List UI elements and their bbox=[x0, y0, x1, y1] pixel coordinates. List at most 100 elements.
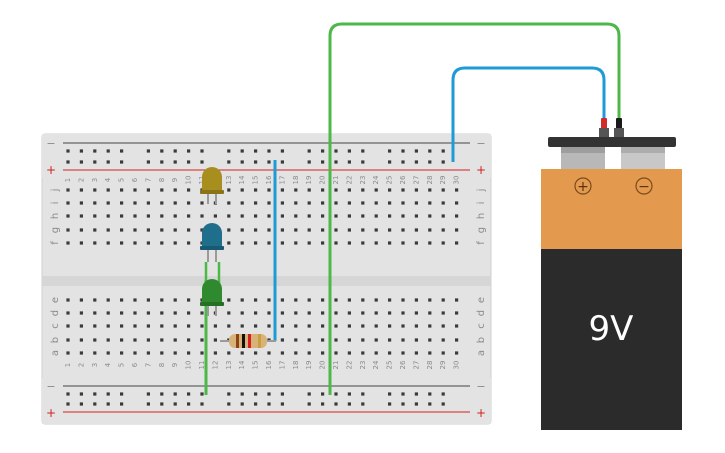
terminal-hole bbox=[388, 188, 392, 192]
terminal-hole bbox=[455, 311, 459, 315]
terminal-hole bbox=[79, 338, 83, 342]
terminal-hole bbox=[307, 241, 311, 245]
terminal-hole bbox=[414, 201, 418, 205]
terminal-hole bbox=[455, 228, 459, 232]
terminal-hole bbox=[93, 201, 97, 205]
power-rail-hole bbox=[347, 160, 351, 164]
terminal-hole bbox=[321, 228, 325, 232]
terminal-hole bbox=[106, 188, 110, 192]
column-label-22: 22 bbox=[345, 361, 353, 370]
led-green bbox=[200, 279, 224, 316]
terminal-hole bbox=[321, 311, 325, 315]
terminal-hole bbox=[200, 351, 204, 355]
column-label-4: 4 bbox=[104, 362, 112, 367]
terminal-hole bbox=[388, 298, 392, 302]
terminal-hole bbox=[254, 311, 258, 315]
terminal-hole bbox=[428, 201, 432, 205]
row-label-a: a bbox=[476, 350, 487, 356]
blue-wire bbox=[451, 66, 606, 162]
power-rail-hole bbox=[414, 160, 418, 164]
terminal-hole bbox=[146, 351, 150, 355]
terminal-hole bbox=[294, 214, 298, 218]
terminal-hole bbox=[254, 324, 258, 328]
column-label-5: 5 bbox=[118, 363, 126, 367]
column-label-21: 21 bbox=[332, 176, 340, 185]
power-rail-hole bbox=[187, 392, 191, 396]
terminal-hole bbox=[347, 188, 351, 192]
column-label-8: 8 bbox=[158, 178, 166, 182]
terminal-hole bbox=[280, 188, 284, 192]
battery-plus-circle bbox=[574, 177, 592, 195]
column-label-30: 30 bbox=[453, 176, 461, 185]
terminal-hole bbox=[374, 241, 378, 245]
terminal-hole bbox=[160, 338, 164, 342]
terminal-hole bbox=[133, 228, 137, 232]
terminal-hole bbox=[267, 311, 271, 315]
terminal-hole bbox=[294, 201, 298, 205]
terminal-hole bbox=[374, 338, 378, 342]
power-rail-hole bbox=[200, 160, 204, 164]
column-label-27: 27 bbox=[412, 361, 420, 370]
terminal-hole bbox=[347, 298, 351, 302]
terminal-hole bbox=[334, 324, 338, 328]
terminal-hole bbox=[173, 201, 177, 205]
terminal-hole bbox=[307, 298, 311, 302]
terminal-hole bbox=[294, 311, 298, 315]
terminal-hole bbox=[79, 324, 83, 328]
terminal-hole bbox=[455, 241, 459, 245]
terminal-hole bbox=[361, 338, 365, 342]
power-rail-hole bbox=[428, 402, 432, 406]
terminal-hole bbox=[227, 298, 231, 302]
terminal-hole bbox=[347, 241, 351, 245]
terminal-hole bbox=[227, 228, 231, 232]
led-yellow bbox=[200, 167, 224, 204]
terminal-hole bbox=[294, 241, 298, 245]
column-label-13: 13 bbox=[225, 176, 233, 185]
power-rail-hole bbox=[106, 160, 110, 164]
column-label-19: 19 bbox=[305, 176, 313, 185]
power-rail-hole bbox=[441, 402, 445, 406]
terminal-hole bbox=[254, 188, 258, 192]
terminal-hole bbox=[388, 338, 392, 342]
terminal-hole bbox=[146, 188, 150, 192]
terminal-hole bbox=[120, 324, 124, 328]
column-label-10: 10 bbox=[185, 361, 193, 370]
column-label-1: 1 bbox=[64, 178, 72, 182]
power-rail-hole bbox=[401, 160, 405, 164]
row-label-e: e bbox=[476, 297, 487, 303]
terminal-hole bbox=[334, 201, 338, 205]
battery-plus-symbol: + bbox=[577, 179, 589, 195]
terminal-hole bbox=[334, 311, 338, 315]
power-rail-hole bbox=[160, 149, 164, 153]
terminal-hole bbox=[294, 188, 298, 192]
terminal-hole bbox=[374, 311, 378, 315]
terminal-hole bbox=[428, 324, 432, 328]
power-rail-hole bbox=[120, 402, 124, 406]
column-label-18: 18 bbox=[292, 176, 300, 185]
terminal-hole bbox=[267, 214, 271, 218]
breadboard-top-power-rail bbox=[42, 134, 491, 178]
column-label-26: 26 bbox=[399, 360, 407, 369]
terminal-hole bbox=[187, 351, 191, 355]
terminal-hole bbox=[374, 188, 378, 192]
power-rail-hole bbox=[173, 402, 177, 406]
terminal-hole bbox=[414, 228, 418, 232]
terminal-hole bbox=[93, 324, 97, 328]
terminal-hole bbox=[321, 188, 325, 192]
column-label-25: 25 bbox=[386, 176, 394, 185]
row-label-h: h bbox=[476, 213, 487, 219]
terminal-hole bbox=[441, 324, 445, 328]
power-rail-hole bbox=[254, 149, 258, 153]
power-rail-hole bbox=[160, 160, 164, 164]
column-label-11: 11 bbox=[198, 361, 206, 370]
row-label-a: a bbox=[50, 350, 61, 356]
terminal-hole bbox=[441, 188, 445, 192]
power-rail-hole bbox=[334, 149, 338, 153]
terminal-hole bbox=[267, 201, 271, 205]
column-label-1: 1 bbox=[64, 363, 72, 367]
terminal-hole bbox=[441, 241, 445, 245]
power-rail-hole bbox=[414, 402, 418, 406]
terminal-hole bbox=[321, 241, 325, 245]
terminal-hole bbox=[160, 324, 164, 328]
